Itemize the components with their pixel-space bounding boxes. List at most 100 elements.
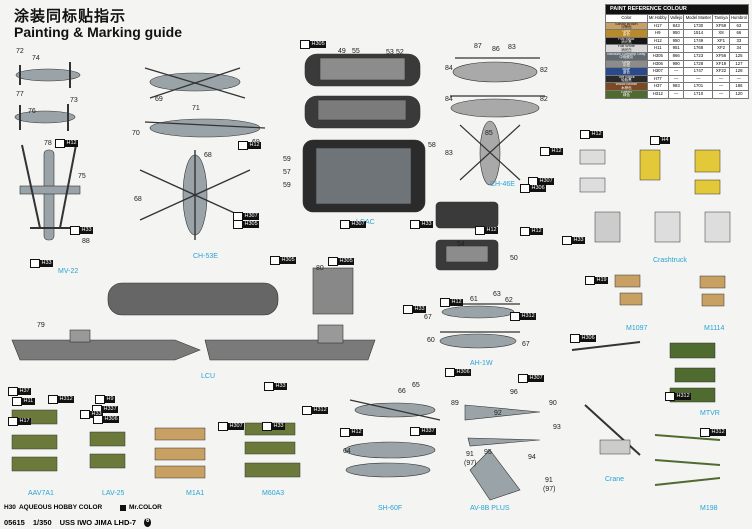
paint-code-box: [520, 183, 530, 193]
label-ch46e: CH-46E: [490, 181, 515, 188]
paint-code: H4: [660, 136, 671, 144]
paint-code: H33: [40, 259, 54, 267]
paint-code-chip: H337: [410, 426, 437, 436]
paint-code-box: [8, 386, 18, 396]
paint-code: H306: [103, 415, 120, 423]
paint-code-box: [70, 225, 80, 235]
paint-code: H307: [538, 177, 555, 185]
paint-code-box: [48, 394, 58, 404]
label-m1114: M1114: [704, 325, 725, 332]
color-name-cn: 沙棕色: [621, 24, 632, 29]
part-number: 94: [528, 454, 536, 461]
part-number: 78: [44, 140, 52, 147]
paint-code-chip: H33: [403, 304, 427, 314]
paint-code: H12: [550, 147, 564, 155]
paint-code: H33: [274, 382, 288, 390]
label-m1a1: M1A1: [186, 490, 205, 497]
paint-code: H37: [18, 387, 32, 395]
part-number: 87: [474, 43, 482, 50]
part-number: 67: [424, 314, 432, 321]
paint-code: H306: [530, 184, 547, 192]
paint-code: H33: [272, 422, 286, 430]
kit-name: USS IWO JIMA LHD-7: [59, 518, 137, 527]
paint-code-chip: H305: [233, 219, 260, 229]
part-number: 57: [283, 169, 291, 176]
paint-code-chip: H307: [518, 373, 545, 383]
paint-code-chip: H33: [30, 258, 54, 268]
paint-code-chip: H307: [340, 219, 367, 229]
paint-code-chip: H33: [562, 235, 586, 245]
paint-code-chip: H11: [12, 396, 35, 406]
paint-code: H33: [420, 220, 434, 228]
paint-code-box: [580, 129, 590, 139]
paint-code: H307: [528, 374, 545, 382]
part-number: 58: [428, 142, 436, 149]
part-number: 59: [283, 156, 291, 163]
part-number: 53: [386, 49, 394, 56]
paint-code: H307: [350, 220, 367, 228]
legend-hobby-key: H30: [4, 504, 16, 511]
label-crane: Crane: [605, 476, 625, 483]
part-number: 84: [445, 96, 453, 103]
paint-code-box: [300, 39, 310, 49]
paint-code: H307: [243, 212, 260, 220]
paint-code-box: [55, 138, 65, 148]
paint-code: H12: [450, 298, 464, 306]
paint-code-box: [8, 416, 18, 426]
lcac-drawing: [302, 53, 499, 271]
part-number: 64: [343, 448, 351, 455]
label-ch53e: CH-53E: [193, 253, 218, 260]
part-number: 49: [338, 48, 346, 55]
kit-code: 05615: [4, 518, 25, 527]
paint-code-chip: H33: [70, 225, 94, 235]
part-number: (97): [543, 486, 556, 493]
part-number: 77: [16, 91, 24, 98]
page-number: 6: [144, 518, 152, 527]
part-number: 73: [70, 97, 78, 104]
color-name: Wood Brown: [615, 82, 638, 87]
paint-code: H305: [243, 220, 260, 228]
paint-code: H12: [590, 130, 604, 138]
color-name: Medium Gunship Gray: [607, 52, 646, 56]
paint-code-chip: H17: [8, 416, 32, 426]
legend-hobby: H30 AQUEOUS HOBBY COLOR: [4, 504, 102, 511]
paint-code: H307: [228, 422, 245, 430]
part-number: 83: [445, 150, 453, 157]
paint-code: H305: [310, 40, 327, 48]
paint-code: H312: [312, 406, 329, 414]
paint-code-chip: H12: [580, 129, 604, 139]
paint-code: H12: [530, 227, 544, 235]
paint-code-box: [410, 426, 420, 436]
part-number: 96: [510, 389, 518, 396]
page-title: Painting & Marking guide: [14, 24, 183, 40]
paint-code-chip: H12: [520, 226, 544, 236]
label-m1097: M1097: [626, 325, 648, 332]
lcu-drawing: [11, 267, 376, 361]
paint-code-chip: H306: [570, 333, 597, 343]
label-mv22: MV-22: [58, 268, 79, 275]
paint-code: H312: [58, 395, 75, 403]
paint-code-chip: H4: [650, 135, 671, 145]
paint-code-box: [700, 427, 710, 437]
paint-code-box: [340, 219, 350, 229]
paint-code: H12: [350, 428, 364, 436]
color-name-cn: 消光黑: [621, 40, 632, 45]
label-m198: M198: [700, 505, 718, 512]
paint-code-box: [238, 140, 248, 150]
paint-code: H305: [338, 257, 355, 265]
part-number: 74: [32, 55, 40, 62]
part-number: 50: [510, 255, 518, 262]
paint-code-box: [233, 219, 243, 229]
paint-table-title: PAINT REFERENCE COLOUR: [605, 4, 749, 15]
part-number: 90: [549, 400, 557, 407]
label-lcu: LCU: [201, 373, 216, 380]
label-aav7a1: AAV7A1: [28, 490, 54, 497]
paint-code: H33: [413, 305, 427, 313]
color-name: Flat White: [617, 44, 635, 49]
part-number: 83: [508, 44, 516, 51]
paint-code-box: [562, 235, 572, 245]
part-number: 60: [427, 337, 435, 344]
